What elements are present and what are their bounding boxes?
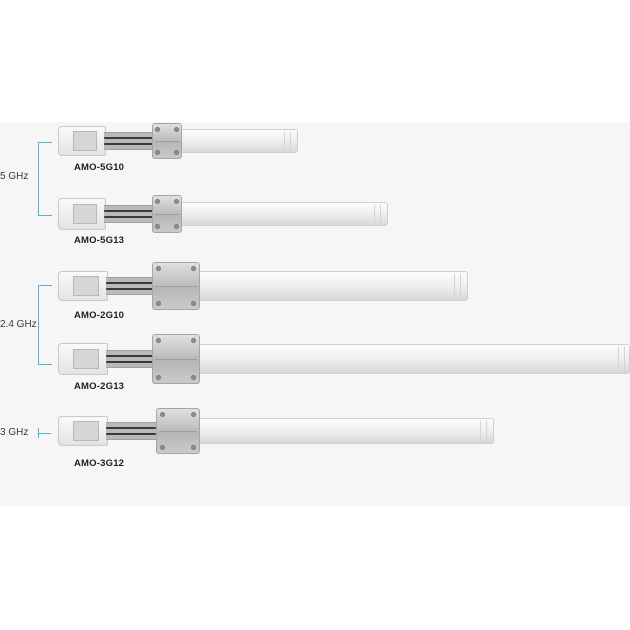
band-bracket-2-4ghz [38, 285, 52, 365]
antenna-mounting-bracket [152, 195, 182, 233]
antenna-amo-5g10: AMO-5G10 [58, 122, 308, 173]
antenna-radome [192, 418, 494, 444]
model-label: AMO-3G12 [74, 458, 125, 469]
model-label: AMO-2G10 [74, 310, 125, 321]
model-label: AMO-5G13 [74, 235, 125, 246]
band-bracket-5ghz [38, 142, 52, 216]
antenna-radome [176, 202, 388, 226]
antenna-connector [58, 126, 106, 156]
comparison-panel: 5 GHz 2.4 GHz 3 GHz AMO-5G10 [0, 122, 630, 506]
antenna-amo-5g13: AMO-5G13 [58, 194, 398, 246]
antenna-connector [58, 416, 108, 446]
antenna-radome [176, 129, 298, 153]
antenna-mounting-bracket [152, 123, 182, 159]
antenna-cables [104, 132, 154, 150]
model-label: AMO-2G13 [74, 381, 125, 392]
antenna-mounting-bracket [152, 334, 200, 384]
antenna-amo-2g10: AMO-2G10 [58, 262, 478, 322]
band-label-2-4ghz: 2.4 GHz [0, 319, 37, 330]
antenna-connector [58, 271, 108, 301]
antenna-radome [196, 271, 468, 301]
antenna-amo-3g12: AMO-3G12 [58, 404, 508, 469]
band-label-3ghz: 3 GHz [0, 427, 29, 438]
band-tick-3ghz-end [38, 428, 39, 438]
antenna-amo-2g13: AMO-2G13 [58, 334, 630, 394]
antenna-cables [106, 277, 156, 295]
model-label: AMO-5G10 [74, 162, 125, 173]
antenna-cables [104, 205, 154, 223]
antenna-radome [196, 344, 630, 374]
antenna-connector [58, 343, 108, 375]
antenna-connector [58, 198, 106, 230]
antenna-cables [106, 422, 156, 440]
antenna-mounting-bracket [152, 262, 200, 310]
band-tick-3ghz [38, 433, 51, 434]
antenna-mounting-bracket [156, 408, 200, 454]
band-label-5ghz: 5 GHz [0, 171, 29, 182]
antenna-cables [106, 350, 156, 368]
